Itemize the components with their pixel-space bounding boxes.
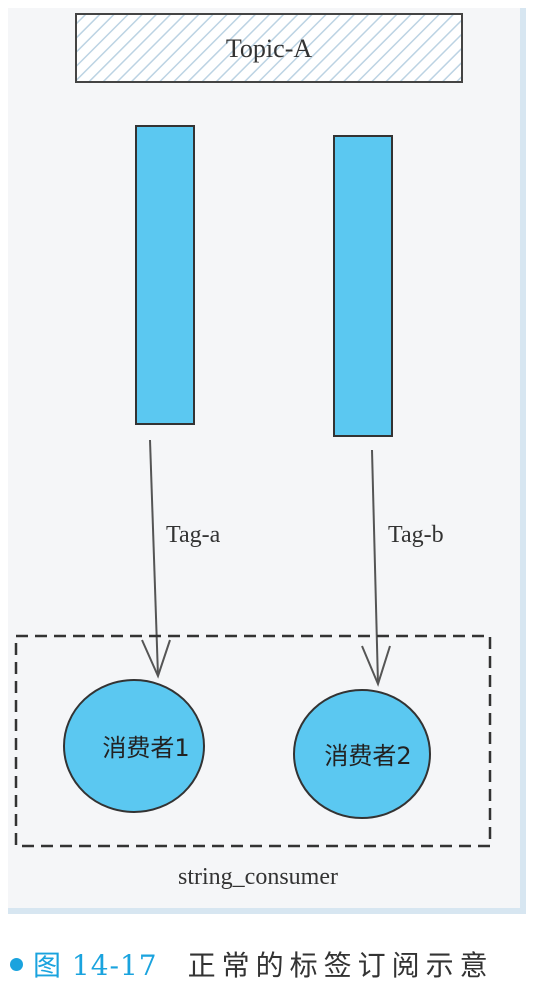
figure-number: 图 14-17 xyxy=(33,949,158,982)
topic-label: Topic-A xyxy=(226,34,312,63)
bullet-dot-icon xyxy=(10,957,23,971)
consumer-group-box xyxy=(14,634,492,848)
consumer-1-label: 消费者1 xyxy=(102,734,189,762)
figure-caption: 图 14-17 正常的标签订阅示意 xyxy=(8,946,544,982)
consumer-1-circle xyxy=(63,679,205,813)
consumer-2-circle xyxy=(293,689,431,819)
arrow-tag-a xyxy=(141,439,171,679)
arrow-tag-b xyxy=(361,449,391,687)
tag-subscription-diagram: Topic-A Tag-a Tag-b 消费者1 消费者2 string_con… xyxy=(14,13,492,890)
consumer-group-label: string_consumer xyxy=(178,864,338,890)
queue-bar-a xyxy=(135,125,195,425)
consumer-2-label: 消费者2 xyxy=(324,742,411,770)
tag-b-label: Tag-b xyxy=(388,522,444,548)
tag-a-label: Tag-a xyxy=(166,522,221,548)
queue-bar-b xyxy=(333,135,393,437)
topic-box xyxy=(75,13,463,83)
figure-title: 正常的标签订阅示意 xyxy=(187,949,494,982)
